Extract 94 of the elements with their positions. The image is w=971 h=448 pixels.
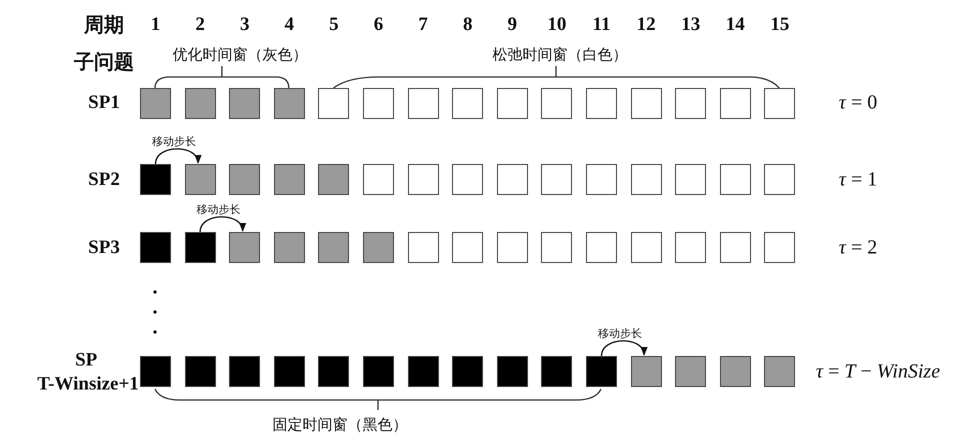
curved-arrow [600,340,646,356]
curved-arrow [154,148,200,164]
period-square [318,232,350,263]
period-square [586,356,617,387]
period-square [586,164,617,195]
period-number: 1 [150,13,160,37]
period-square [140,232,171,263]
period-square [408,164,439,195]
period-square [363,88,394,119]
period-number: 7 [418,13,428,37]
period-square [720,356,751,387]
window-label: 松弛时间窗（白色） [492,46,628,64]
period-square [675,356,706,387]
tau-formula: τ = T − WinSize [816,360,940,384]
period-square [630,164,662,195]
period-square [274,164,305,195]
period-square [496,356,528,387]
period-number: 13 [681,13,700,37]
period-number: 14 [726,13,745,37]
period-square [318,88,350,119]
period-number: 11 [592,13,610,37]
period-square [140,88,171,119]
period-square [452,88,484,119]
period-square [184,164,216,195]
period-square [140,356,171,387]
period-number: 5 [329,13,339,37]
period-square [764,88,796,119]
period-square [720,88,751,119]
period-number: 3 [240,13,250,37]
period-number: 10 [547,13,566,37]
period-square [541,164,572,195]
period-square [363,232,394,263]
period-square [408,232,439,263]
edge-label: 移动步长 [596,328,643,340]
tau-formula: τ = 2 [838,236,878,260]
period-square [586,232,617,263]
period-square [496,232,528,263]
subproblem-label: SP2 [88,168,120,192]
subproblem-label: SP1 [88,91,120,115]
period-number: 2 [195,13,205,37]
edge-label: 移动步长 [195,204,242,216]
period-square [408,356,439,387]
period-square [630,88,662,119]
period-square [408,88,439,119]
period-number: 4 [284,13,294,37]
period-square [675,164,706,195]
period-square [720,232,751,263]
period-square [229,88,260,119]
period-square [496,164,528,195]
period-square [764,232,796,263]
period-square [229,164,260,195]
period-square [274,88,305,119]
edge-label: 移动步长 [150,136,197,148]
period-square [630,232,662,263]
period-square [184,88,216,119]
period-square [274,356,305,387]
period-square [496,88,528,119]
period-square [541,356,572,387]
period-square [318,356,350,387]
period-square [586,88,617,119]
period-square [184,232,216,263]
period-square [764,164,796,195]
period-square [318,164,350,195]
row-heading: 周期 [84,12,124,38]
period-square [720,164,751,195]
period-square [363,356,394,387]
period-square [675,232,706,263]
period-square [229,356,260,387]
curved-arrow [199,216,245,232]
period-square [140,164,171,195]
window-label: 优化时间窗（灰色） [172,46,308,64]
period-square [229,232,260,263]
period-square [541,232,572,263]
period-square [452,356,484,387]
window-label: 固定时间窗（黑色） [272,416,408,434]
subproblem-label: SP3 [88,236,120,260]
period-number: 15 [770,13,790,37]
tau-formula: τ = 0 [838,90,878,116]
period-square [184,356,216,387]
row-heading: 子问题 [74,50,134,74]
period-number: 6 [374,13,384,37]
period-number: 12 [636,13,656,37]
period-number: 8 [462,13,472,37]
period-square [452,164,484,195]
period-square [630,356,662,387]
period-number: 9 [508,13,518,37]
period-square [363,164,394,195]
period-square [675,88,706,119]
period-square [541,88,572,119]
period-square [274,232,305,263]
tau-formula: τ = 1 [838,168,878,192]
period-square [452,232,484,263]
period-square [764,356,796,387]
subproblem-label: SP T-Winsize+1 [37,348,139,396]
